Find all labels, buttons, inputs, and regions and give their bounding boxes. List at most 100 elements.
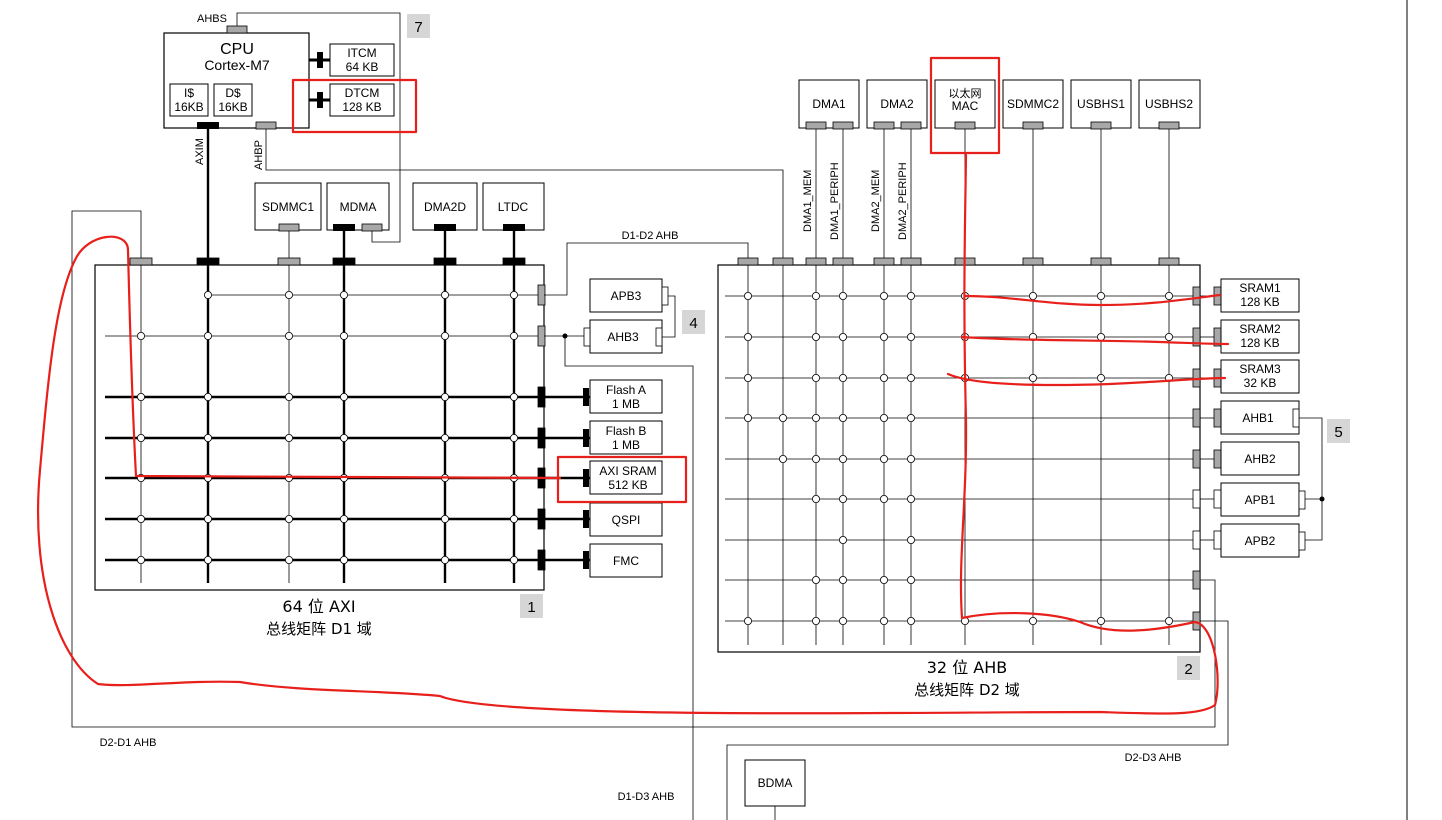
mac-label-cn: 以太网 bbox=[949, 87, 982, 100]
d1-slave-box-port bbox=[583, 510, 589, 528]
sdmmc1-label: SDMMC1 bbox=[262, 200, 314, 214]
apb3-ahb3-link bbox=[662, 295, 676, 338]
d1-crossbar-node bbox=[339, 290, 348, 299]
d2-slave-port bbox=[1192, 286, 1201, 306]
usbhs2-port bbox=[1158, 121, 1180, 130]
d2-crossbar-node bbox=[880, 373, 889, 382]
sram3-label: SRAM3 bbox=[1239, 362, 1281, 376]
itcm-label: ITCM bbox=[347, 46, 376, 60]
d2-matrix-frame bbox=[717, 264, 1201, 653]
d1-crossbar-node bbox=[136, 433, 145, 442]
d1-crossbar-node bbox=[284, 556, 293, 565]
d1-slave-port bbox=[537, 386, 546, 408]
d2-slave-boxes: SRAM1 128 KB SRAM2 128 KB SRAM3 32 KB AH… bbox=[1220, 278, 1350, 558]
red-annotations bbox=[36, 56, 1230, 715]
d2-slave-port bbox=[1192, 570, 1201, 590]
d2-master-port bbox=[737, 257, 759, 266]
d1-crossbar-node bbox=[284, 433, 293, 442]
dma2d-port bbox=[434, 224, 456, 231]
d2-crossbar-node bbox=[839, 454, 848, 463]
mdma-label: MDMA bbox=[340, 200, 377, 214]
d2-crossbar-node bbox=[880, 413, 889, 422]
d1-master-boxes: SDMMC1 MDMA DMA2D LTDC bbox=[254, 182, 545, 232]
d2-crossbar-node bbox=[812, 373, 821, 382]
dma2d-label: DMA2D bbox=[424, 200, 466, 214]
ltdc-box bbox=[482, 182, 545, 231]
d1-slave-port bbox=[537, 508, 546, 530]
apb1-tab bbox=[1298, 490, 1306, 510]
d2-master-port bbox=[832, 257, 854, 266]
fmc-box bbox=[589, 543, 663, 578]
d1-slave-boxes: APB3 AHB3 4 Flash A 1 MB Flash B 1 MB AX… bbox=[583, 278, 705, 578]
flash-a-box bbox=[589, 379, 663, 414]
d1-crossbar-node bbox=[339, 331, 348, 340]
d2-crossbar-node bbox=[1029, 291, 1038, 300]
d1-master-port bbox=[502, 257, 526, 266]
ahb2-box bbox=[1220, 441, 1300, 476]
d2-master-port bbox=[1158, 257, 1180, 266]
d2-crossbar-node bbox=[839, 332, 848, 341]
ahb1-tab bbox=[1292, 408, 1300, 428]
d1-crossbar-node bbox=[203, 331, 212, 340]
ahb3-box bbox=[589, 319, 663, 354]
d2-d3-ahb-label: D2-D3 AHB bbox=[1125, 752, 1182, 764]
d2-slave-box-port bbox=[1213, 449, 1222, 469]
d2-crossbar-node bbox=[907, 494, 916, 503]
d2-crossbar-node bbox=[1097, 332, 1106, 341]
apb3-tab bbox=[661, 286, 669, 306]
ahbs-wire bbox=[236, 12, 401, 243]
d1-crossbar-node bbox=[203, 290, 212, 299]
d2-slave-port bbox=[1192, 611, 1201, 631]
dcache-size: 16KB bbox=[218, 100, 247, 114]
dma2-periph-label: DMA2_PERIPH bbox=[897, 162, 909, 240]
usbhs2-box bbox=[1138, 79, 1201, 129]
d1-crossbar-node bbox=[339, 433, 348, 442]
cpu-block: CPU Cortex-M7 I$ 16KB D$ 16KB AHBS ITCM … bbox=[163, 12, 430, 243]
sdmmc2-label: SDMMC2 bbox=[1007, 97, 1059, 111]
d2-crossbar-node bbox=[812, 332, 821, 341]
ahb1-apb-bridge-wire bbox=[1299, 417, 1323, 541]
d2-crossbar-node bbox=[1097, 617, 1106, 626]
mdma-port-ahb bbox=[361, 223, 383, 232]
icache-size: 16KB bbox=[174, 100, 203, 114]
d1-slave-box-port bbox=[583, 469, 589, 487]
d2-crossbar-node bbox=[1165, 617, 1174, 626]
d2-crossbar-node bbox=[839, 494, 848, 503]
flash-a-label: Flash A bbox=[606, 383, 646, 397]
d1-d2-ahb-wire bbox=[544, 242, 749, 296]
d2-crossbar-node bbox=[1165, 291, 1174, 300]
d1-crossbar-node bbox=[509, 331, 518, 340]
dma1-periph-label: DMA1_PERIPH bbox=[829, 162, 841, 240]
d1-caption-2: 总线矩阵 D1 域 bbox=[266, 620, 372, 638]
d2-d1-ahb-label: D2-D1 AHB bbox=[100, 737, 157, 749]
d1-crossbar-node bbox=[284, 331, 293, 340]
sram1-route bbox=[964, 293, 1222, 307]
ahbs-port bbox=[226, 25, 248, 34]
d2-master-port bbox=[900, 257, 922, 266]
dma2-port-periph bbox=[900, 121, 922, 130]
dma1-box bbox=[798, 79, 860, 129]
ahb2-label: AHB2 bbox=[1244, 452, 1276, 466]
sram3-size: 32 KB bbox=[1244, 376, 1277, 390]
d1-crossbar-node bbox=[284, 290, 293, 299]
d2-crossbar-node bbox=[907, 291, 916, 300]
d1-d2-ahb-label: D1-D2 AHB bbox=[622, 230, 679, 242]
d2-crossbar-node bbox=[812, 454, 821, 463]
badge-5 bbox=[1327, 419, 1350, 443]
mdma-port-axi bbox=[333, 224, 355, 231]
d2-crossbar-node bbox=[880, 576, 889, 585]
d1-crossbar-node bbox=[440, 290, 449, 299]
dtcm-box bbox=[329, 83, 395, 117]
sram2-box bbox=[1220, 319, 1300, 354]
d1-master-port bbox=[196, 257, 220, 266]
d2-slave-box-port bbox=[1213, 489, 1222, 509]
dma1-label: DMA1 bbox=[812, 97, 846, 111]
d2-crossbar-node bbox=[907, 576, 916, 585]
d1-crossbar-node bbox=[339, 556, 348, 565]
cpu-subtitle: Cortex-M7 bbox=[204, 57, 270, 73]
d1-crossbar-node bbox=[509, 290, 518, 299]
badge-5-text: 5 bbox=[1334, 424, 1342, 441]
d1-crossbar-node bbox=[509, 392, 518, 401]
mac-port bbox=[954, 121, 976, 130]
dma2-port-mem bbox=[873, 121, 895, 130]
